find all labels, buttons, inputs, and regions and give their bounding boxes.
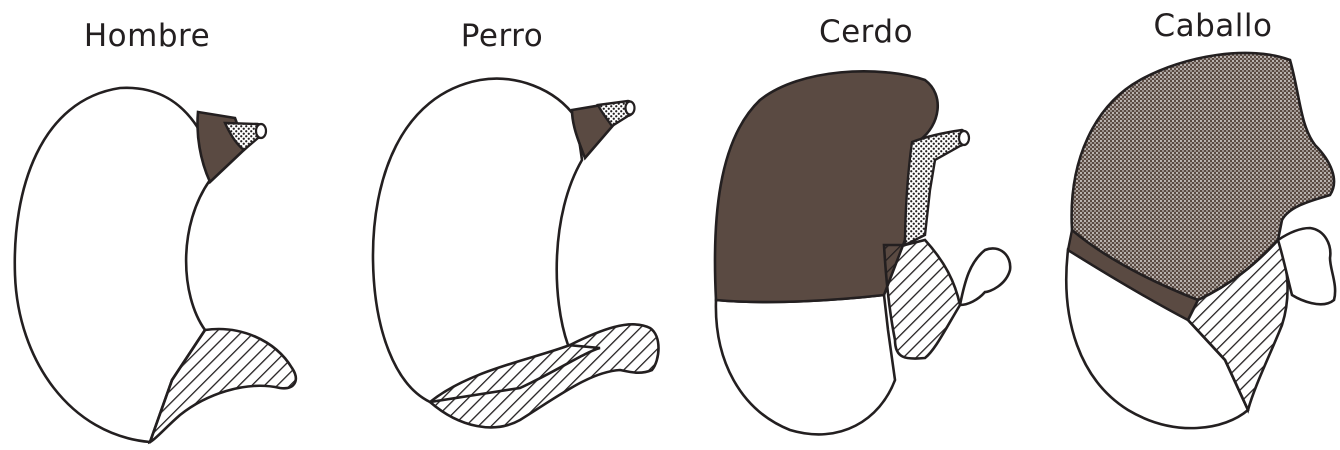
cerdo-stippled-region	[905, 130, 967, 245]
cerdo-duodenum	[960, 248, 1010, 305]
hombre-esophagus-opening	[256, 124, 266, 138]
cerdo-plain-region	[716, 295, 895, 434]
stomach-hombre	[15, 88, 296, 442]
stomach-caballo	[1066, 53, 1335, 428]
cerdo-esophagus-opening	[959, 131, 969, 145]
stomach-perro	[373, 79, 659, 428]
cerdo-hatched-region	[884, 240, 960, 359]
stomach-cerdo	[715, 71, 1010, 434]
perro-esophagus-opening	[626, 102, 635, 115]
